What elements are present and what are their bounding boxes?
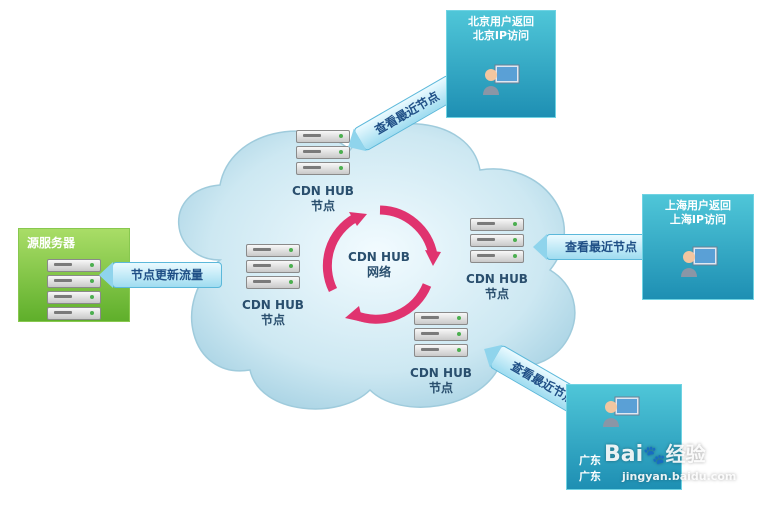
hub-right-line2: 节点: [484, 287, 509, 301]
network-line2: 网络: [366, 265, 391, 279]
user-box-shanghai: 上海用户返回 上海IP访问: [642, 194, 754, 300]
user-computer-icon: [603, 396, 640, 427]
hub-server-top: [296, 130, 350, 178]
beijing-line2: 北京IP访问: [472, 29, 530, 42]
hub-label-left: CDN HUB 节点: [228, 298, 318, 328]
hub-top-line1: CDN HUB: [292, 184, 354, 198]
network-label: CDN HUB 网络: [334, 250, 424, 280]
hub-left-line2: 节点: [260, 313, 285, 327]
hub-server-bottom: [414, 312, 468, 360]
shanghai-line2: 上海IP访问: [669, 213, 727, 226]
shanghai-line1: 上海用户返回: [665, 199, 731, 212]
watermark-brand: Bai: [604, 442, 644, 467]
hub-bottom-line1: CDN HUB: [410, 366, 472, 380]
user-computer-icon: [681, 246, 718, 277]
watermark-url: jingyan.baidu.com: [622, 470, 737, 483]
hub-top-line2: 节点: [310, 199, 335, 213]
guangdong-line2: 广东: [579, 470, 601, 483]
hub-label-top: CDN HUB 节点: [278, 184, 368, 214]
hub-label-bottom: CDN HUB 节点: [396, 366, 486, 396]
hub-server-right: [470, 218, 524, 266]
hub-server-left: [246, 244, 300, 292]
guangdong-line1: 广东: [579, 454, 601, 467]
user-box-beijing: 北京用户返回 北京IP访问: [446, 10, 556, 118]
ring-arrows: [322, 205, 441, 324]
watermark-brand2: 经验: [665, 442, 706, 466]
nearest-node-arrow-right: 查看最近节点: [533, 234, 657, 260]
source-server-box: 源服务器: [18, 228, 130, 322]
beijing-line1: 北京用户返回: [468, 15, 534, 28]
cloud-network: [178, 123, 576, 410]
hub-bottom-line2: 节点: [428, 381, 453, 395]
hub-label-right: CDN HUB 节点: [452, 272, 542, 302]
network-line1: CDN HUB: [348, 250, 410, 264]
baidu-watermark: Bai🐾经验: [604, 442, 706, 467]
hub-right-line1: CDN HUB: [466, 272, 528, 286]
source-server-label: 源服务器: [27, 236, 76, 250]
user-computer-icon: [483, 64, 520, 95]
hub-left-line1: CDN HUB: [242, 298, 304, 312]
update-traffic-arrow: 节点更新流量: [99, 262, 223, 288]
update-traffic-label: 节点更新流量: [131, 268, 204, 282]
user-box-guangdong: 广东 广东: [566, 384, 682, 490]
nearest-node-label-right: 查看最近节点: [565, 240, 638, 254]
source-server-icon: [47, 259, 101, 323]
